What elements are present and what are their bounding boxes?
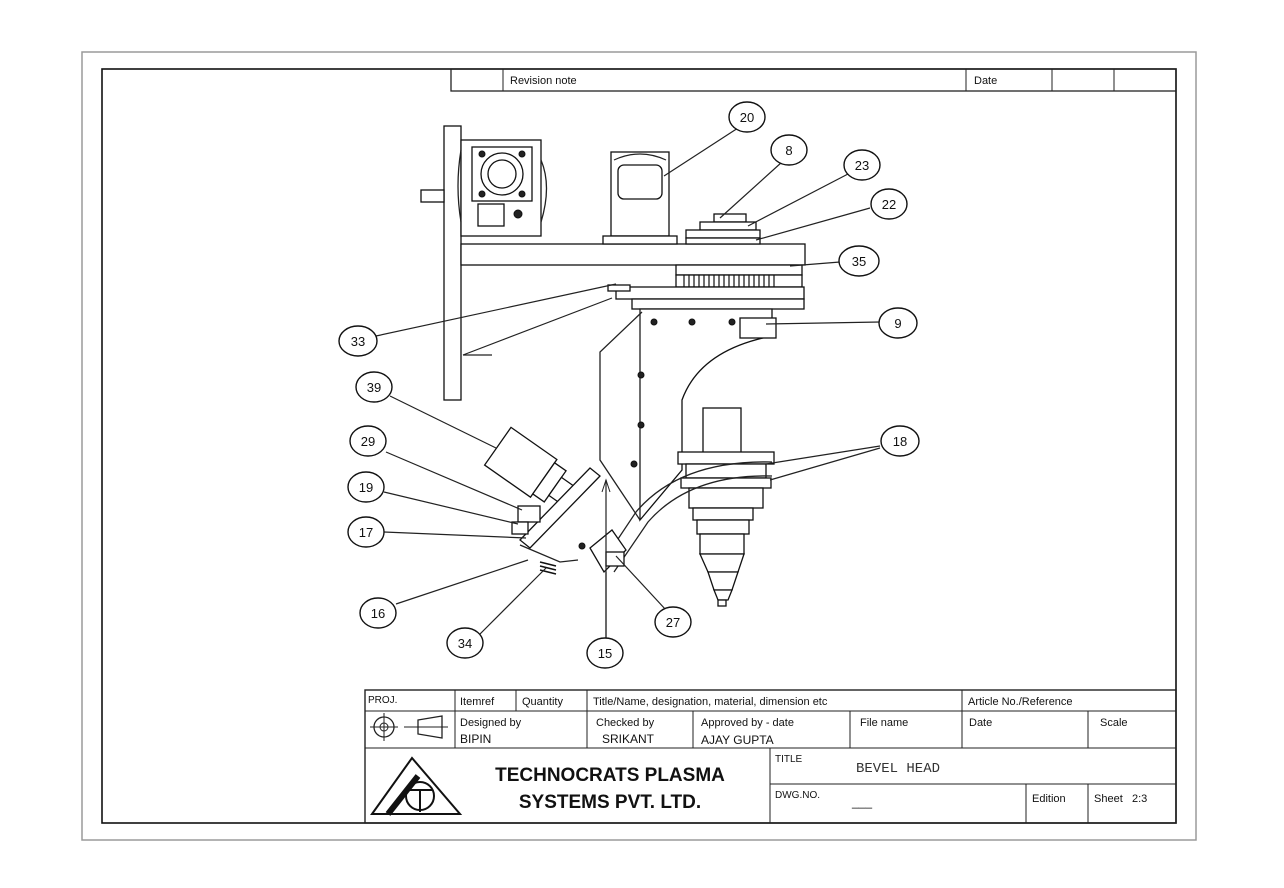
- leader-lines: [375, 127, 881, 640]
- dwg-no-value: ___: [851, 795, 872, 809]
- bevel-head-assembly: [420, 125, 806, 640]
- balloon: 29: [349, 425, 387, 457]
- revision-date-label: Date: [974, 75, 997, 87]
- svg-text:29: 29: [361, 434, 375, 449]
- balloon: 16: [359, 597, 397, 629]
- svg-text:8: 8: [785, 143, 792, 158]
- quantity-label: Quantity: [522, 696, 563, 708]
- balloon: 23: [843, 149, 881, 181]
- date-label: Date: [969, 717, 992, 729]
- svg-text:17: 17: [359, 525, 373, 540]
- approved-by-label: Approved by - date: [701, 717, 794, 729]
- title-label: TITLE: [775, 754, 803, 765]
- balloon: 8: [770, 134, 808, 166]
- file-name-label: File name: [860, 717, 908, 729]
- sheet-label: Sheet: [1094, 793, 1123, 805]
- svg-text:39: 39: [367, 380, 381, 395]
- checked-by-value: SRIKANT: [602, 732, 655, 746]
- svg-text:22: 22: [882, 197, 896, 212]
- company-name-line2: SYSTEMS PVT. LTD.: [519, 792, 701, 813]
- torch-holder: [702, 407, 742, 455]
- balloon: 34: [446, 627, 484, 659]
- svg-text:20: 20: [740, 110, 754, 125]
- balloon: 22: [870, 188, 908, 220]
- balloon: 15: [586, 637, 624, 669]
- balloon: 18: [880, 425, 920, 457]
- svg-text:16: 16: [371, 606, 385, 621]
- svg-text:15: 15: [598, 646, 612, 661]
- balloon: 9: [878, 307, 918, 339]
- title-value: BEVEL HEAD: [856, 761, 940, 777]
- svg-text:33: 33: [351, 334, 365, 349]
- svg-text:35: 35: [852, 254, 866, 269]
- article-label: Article No./Reference: [968, 696, 1073, 708]
- approved-by-value: AJAY GUPTA: [701, 733, 774, 747]
- angled-motor: [483, 426, 579, 508]
- sheet-value: 2:3: [1132, 793, 1147, 805]
- edition-label: Edition: [1032, 793, 1066, 805]
- svg-text:18: 18: [893, 434, 907, 449]
- checked-by-label: Checked by: [596, 717, 655, 729]
- title-block: PROJ. Itemref Quantity Title/Name, desig…: [364, 689, 1177, 824]
- balloon-callouts: 20 8 23 22 35 9 33 39 29 19 17 18 16 34 …: [338, 101, 920, 669]
- title-name-label: Title/Name, designation, material, dimen…: [593, 696, 828, 708]
- revision-block: Revision note Date: [450, 68, 1177, 92]
- balloon: 33: [338, 325, 378, 357]
- horizontal-arm: [460, 243, 806, 266]
- company-logo: [370, 756, 463, 816]
- designed-by-label: Designed by: [460, 717, 522, 729]
- balloon: 27: [654, 606, 692, 638]
- balloon: 39: [355, 371, 393, 403]
- scale-label: Scale: [1100, 717, 1128, 729]
- svg-text:23: 23: [855, 158, 869, 173]
- svg-text:34: 34: [458, 636, 472, 651]
- company-name-line1: TECHNOCRATS PLASMA: [495, 765, 725, 786]
- svg-text:9: 9: [894, 316, 901, 331]
- projection-symbol-icon: [370, 713, 448, 741]
- dwg-no-label: DWG.NO.: [775, 790, 820, 801]
- balloon: 35: [838, 245, 880, 277]
- svg-text:27: 27: [666, 615, 680, 630]
- proj-label: PROJ.: [368, 695, 397, 706]
- balloon: 17: [347, 516, 385, 548]
- balloon: 20: [728, 101, 766, 133]
- svg-text:19: 19: [359, 480, 373, 495]
- designed-by-value: BIPIN: [460, 732, 491, 746]
- revision-note-label: Revision note: [510, 75, 577, 87]
- itemref-label: Itemref: [460, 696, 495, 708]
- angled-plate: [519, 467, 601, 549]
- balloon: 19: [347, 471, 385, 503]
